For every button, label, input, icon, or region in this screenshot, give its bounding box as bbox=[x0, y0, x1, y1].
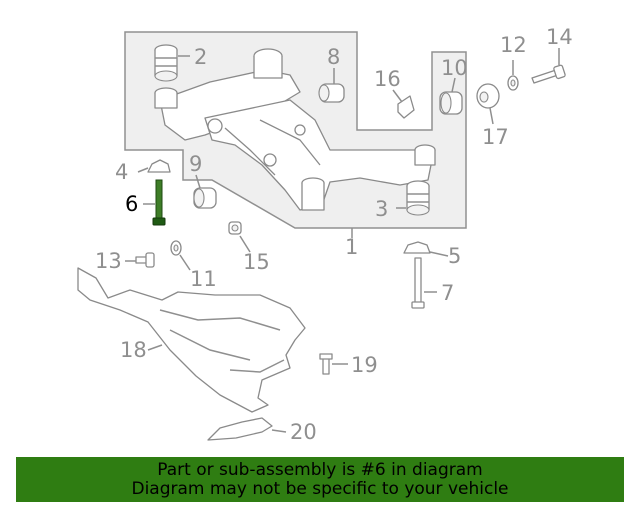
part-12-washer bbox=[507, 75, 519, 91]
part-17-mount bbox=[476, 83, 500, 109]
callout-16: 16 bbox=[374, 67, 401, 91]
banner-line-2: Diagram may not be specific to your vehi… bbox=[131, 479, 509, 499]
part-6-bolt-highlighted bbox=[152, 179, 166, 226]
part-7-bolt bbox=[411, 257, 425, 309]
callout-4: 4 bbox=[115, 160, 128, 184]
callout-labels: 1 2 3 4 5 6 7 8 9 10 11 12 13 14 15 16 1… bbox=[95, 25, 573, 444]
diagram-notice-banner: Part or sub-assembly is #6 in diagram Di… bbox=[16, 457, 624, 502]
part-3-bushing bbox=[406, 180, 430, 216]
part-20-bracket bbox=[207, 417, 273, 441]
callout-5: 5 bbox=[448, 244, 461, 268]
part-9-bushing bbox=[193, 187, 217, 209]
callout-8: 8 bbox=[327, 45, 340, 69]
part-2-bushing bbox=[154, 44, 178, 82]
part-15-nut bbox=[228, 221, 242, 235]
callout-1: 1 bbox=[345, 235, 358, 259]
callout-6: 6 bbox=[125, 192, 138, 216]
callout-17: 17 bbox=[482, 125, 509, 149]
callout-13: 13 bbox=[95, 249, 122, 273]
callout-20: 20 bbox=[290, 420, 317, 444]
part-18-underbody-shield bbox=[77, 267, 306, 413]
part-4-washer bbox=[147, 159, 171, 173]
part-19-clip bbox=[319, 353, 333, 375]
banner-line-1: Part or sub-assembly is #6 in diagram bbox=[157, 460, 483, 480]
callout-7: 7 bbox=[441, 281, 454, 305]
callout-14: 14 bbox=[546, 25, 573, 49]
callout-3: 3 bbox=[375, 197, 388, 221]
callout-15: 15 bbox=[243, 250, 270, 274]
rear-subframe bbox=[154, 48, 436, 211]
part-5-washer bbox=[403, 241, 431, 254]
leader-lines bbox=[125, 48, 560, 433]
part-14-bolt bbox=[531, 64, 566, 84]
part-11-washer bbox=[170, 240, 182, 256]
part-8-bushing bbox=[318, 83, 345, 103]
callout-11: 11 bbox=[190, 267, 217, 291]
callout-18: 18 bbox=[120, 338, 147, 362]
callout-19: 19 bbox=[351, 353, 378, 377]
parts-diagram: 1 2 3 4 5 6 7 8 9 10 11 12 13 14 15 16 1… bbox=[77, 25, 573, 444]
callout-10: 10 bbox=[441, 56, 468, 80]
callout-12: 12 bbox=[500, 33, 527, 57]
callout-2: 2 bbox=[194, 45, 207, 69]
callout-9: 9 bbox=[189, 152, 202, 176]
part-13-bolt bbox=[135, 252, 155, 268]
part-10-bushing bbox=[439, 91, 463, 115]
